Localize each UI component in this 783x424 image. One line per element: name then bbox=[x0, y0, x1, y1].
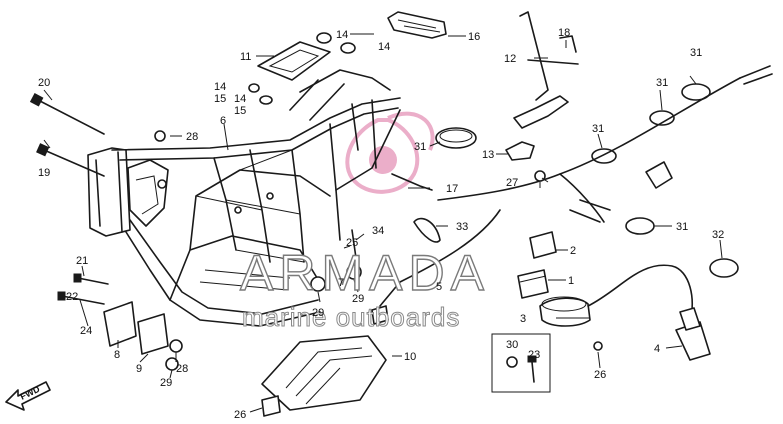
callout-15-a: 15 bbox=[214, 93, 226, 105]
callout-31-e: 31 bbox=[676, 221, 688, 233]
callout-7: 7 bbox=[338, 277, 344, 289]
callout-12: 12 bbox=[504, 53, 516, 65]
under-cover bbox=[261, 335, 387, 417]
forward-arrow: FWD bbox=[5, 381, 51, 411]
callout-14-d: 14 bbox=[234, 93, 246, 105]
callout-9: 9 bbox=[136, 363, 142, 375]
callout-28-a: 28 bbox=[186, 131, 198, 143]
callout-17: 17 bbox=[446, 183, 458, 195]
main-frame bbox=[87, 69, 401, 327]
callout-29-b: 29 bbox=[312, 307, 324, 319]
callout-31-c: 31 bbox=[656, 77, 668, 89]
callout-27: 27 bbox=[506, 177, 518, 189]
callout-14-b: 14 bbox=[378, 41, 390, 53]
callout-6: 6 bbox=[220, 115, 226, 127]
callout-20: 20 bbox=[38, 77, 50, 89]
callout-24: 24 bbox=[80, 325, 92, 337]
stays bbox=[505, 11, 579, 161]
callout-31-b: 31 bbox=[690, 47, 702, 59]
callout-25: 25 bbox=[346, 237, 358, 249]
callout-30: 30 bbox=[506, 339, 518, 351]
callout-13: 13 bbox=[482, 149, 494, 161]
callout-8: 8 bbox=[114, 349, 120, 361]
callout-4: 4 bbox=[654, 343, 660, 355]
lower-brackets bbox=[57, 130, 603, 383]
long-bolts bbox=[29, 93, 105, 177]
callout-28-b: 28 bbox=[176, 363, 188, 375]
callout-16: 16 bbox=[468, 31, 480, 43]
callout-18: 18 bbox=[558, 27, 570, 39]
callout-23: 23 bbox=[528, 349, 540, 361]
callout-3: 3 bbox=[520, 313, 526, 325]
watermark-title: ARMADA bbox=[240, 245, 490, 301]
callout-26-a: 26 bbox=[594, 369, 606, 381]
callout-29-a: 29 bbox=[160, 377, 172, 389]
upper-brackets bbox=[248, 11, 447, 105]
callout-14-c: 14 bbox=[214, 81, 226, 93]
watermark-subtitle: marine outboards bbox=[242, 302, 460, 332]
callout-1: 1 bbox=[568, 275, 574, 287]
callout-33: 33 bbox=[456, 221, 468, 233]
callout-10: 10 bbox=[404, 351, 416, 363]
callout-5: 5 bbox=[436, 281, 442, 293]
inset-box bbox=[491, 333, 551, 393]
callout-31-a: 31 bbox=[414, 141, 426, 153]
callout-26-b: 26 bbox=[234, 409, 246, 421]
wire-harness bbox=[371, 65, 773, 325]
callout-14-a: 14 bbox=[336, 29, 348, 41]
callout-2: 2 bbox=[570, 245, 576, 257]
callout-29-c: 29 bbox=[352, 293, 364, 305]
callout-32: 32 bbox=[712, 229, 724, 241]
electrical-components bbox=[517, 231, 711, 361]
callout-34: 34 bbox=[372, 225, 384, 237]
callout-31-d: 31 bbox=[592, 123, 604, 135]
callout-15-b: 15 bbox=[234, 105, 246, 117]
callout-19: 19 bbox=[38, 167, 50, 179]
callout-11: 11 bbox=[240, 51, 251, 63]
leader-lines bbox=[43, 33, 723, 413]
callout-22: 22 bbox=[66, 291, 78, 303]
callout-21: 21 bbox=[76, 255, 88, 267]
callout-labels: 1 2 3 4 5 6 7 8 9 10 11 12 13 14 14 14 1… bbox=[38, 27, 724, 421]
